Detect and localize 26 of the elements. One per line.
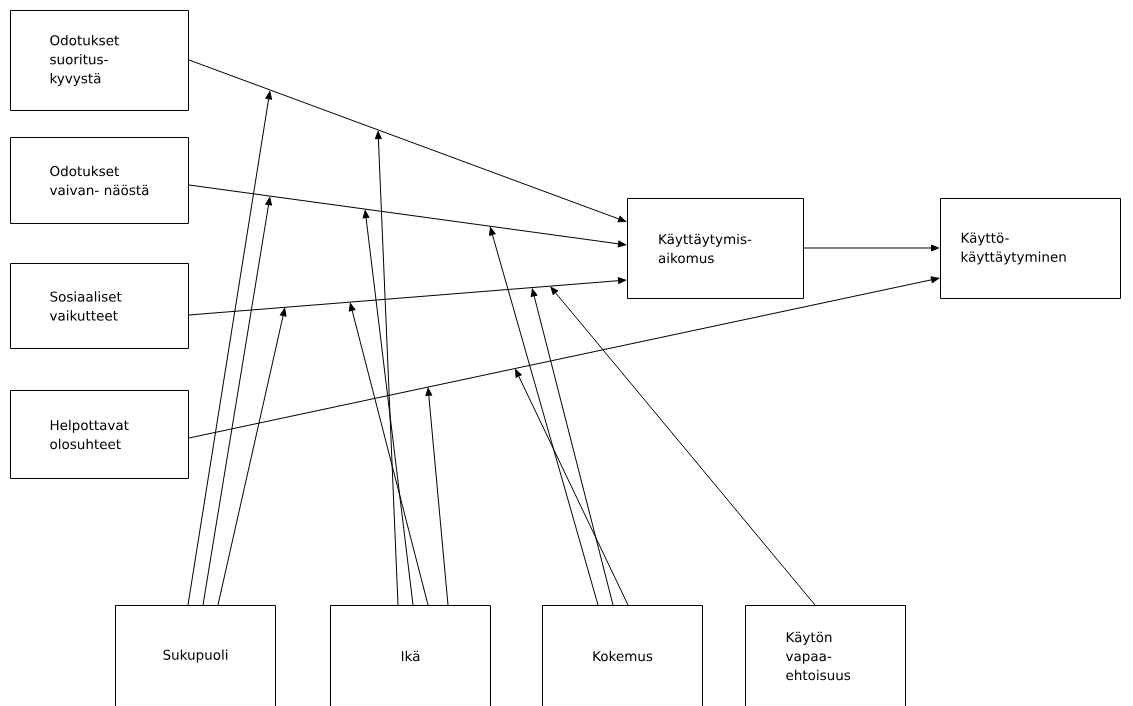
- factor-box: Käyttö- käyttäytyminen: [940, 198, 1121, 299]
- factor-box: Käytön vapaa- ehtoisuus: [745, 605, 906, 706]
- arrow: [188, 277, 627, 316]
- factor-box: Käyttäytymis- aikomus: [627, 198, 804, 299]
- arrow: [803, 244, 940, 252]
- arrow: [217, 308, 287, 606]
- arrow: [489, 227, 599, 606]
- arrow: [515, 369, 629, 606]
- arrow: [187, 91, 273, 606]
- arrow: [188, 59, 627, 223]
- factor-box: Sukupuoli: [115, 605, 276, 706]
- arrow: [530, 288, 614, 606]
- arrow: [348, 302, 429, 606]
- arrow: [362, 210, 414, 606]
- arrow: [374, 131, 399, 606]
- arrow: [550, 286, 816, 606]
- arrow: [188, 276, 940, 439]
- factor-box: Odotukset suoritus- kyvystä: [10, 10, 189, 111]
- factor-box: Kokemus: [542, 605, 703, 706]
- factor-box: Ikä: [330, 605, 491, 706]
- arrow: [188, 184, 627, 248]
- factor-box: Odotukset vaivan- näöstä: [10, 137, 189, 224]
- factor-box: Helpottavat olosuhteet: [10, 390, 189, 479]
- arrow: [202, 197, 272, 606]
- factor-box: Sosiaaliset vaikutteet: [10, 263, 189, 349]
- arrow: [425, 387, 449, 606]
